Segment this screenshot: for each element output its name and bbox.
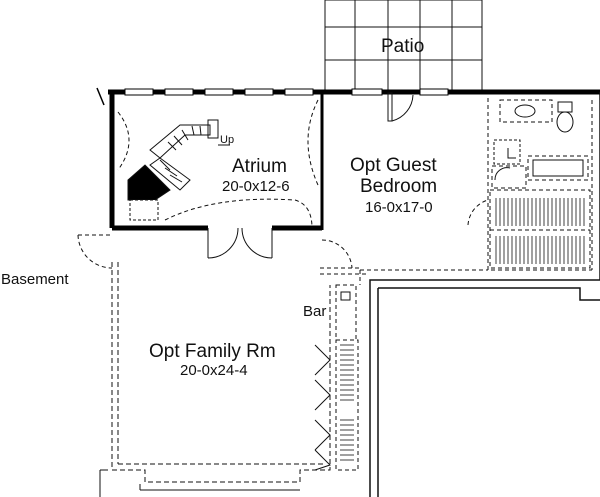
basement-door — [77, 234, 113, 269]
atrium-label: Atrium — [232, 156, 287, 177]
atrium-dashed-features — [117, 99, 319, 229]
family-room-closets — [314, 339, 359, 471]
family-room-solid-edges — [99, 469, 300, 497]
bedroom-exterior-walls — [369, 92, 600, 497]
hall-opening — [320, 239, 368, 285]
bar-label: Bar — [303, 303, 326, 320]
atrium-walls — [96, 87, 600, 231]
bathroom-fixtures — [491, 99, 589, 189]
basement-label: Basement — [1, 271, 69, 288]
guest-bedroom-label-line1: Opt Guest — [350, 155, 437, 176]
family-room-dims: 20-0x24-4 — [180, 362, 248, 379]
guest-bedroom-label-line2: Bedroom — [360, 176, 437, 197]
closet-hanging-rods — [340, 344, 354, 461]
atrium-dims: 20-0x12-6 — [222, 178, 290, 195]
bedroom-closets — [489, 189, 591, 269]
patio-door — [387, 92, 414, 122]
patio-label: Patio — [381, 36, 424, 57]
bar-sink — [340, 291, 351, 301]
top-windows — [124, 88, 449, 96]
bedroom-dashed-walls — [360, 98, 593, 271]
stairs-up-label: Up — [220, 134, 234, 146]
family-room-walls — [111, 262, 331, 483]
bar-counter — [335, 284, 357, 341]
family-room-label: Opt Family Rm — [149, 341, 276, 362]
bedroom-closet-rods — [495, 198, 585, 264]
staircase — [127, 119, 230, 221]
guest-bedroom-dims: 16-0x17-0 — [365, 199, 433, 216]
atrium-french-doors — [207, 227, 273, 259]
